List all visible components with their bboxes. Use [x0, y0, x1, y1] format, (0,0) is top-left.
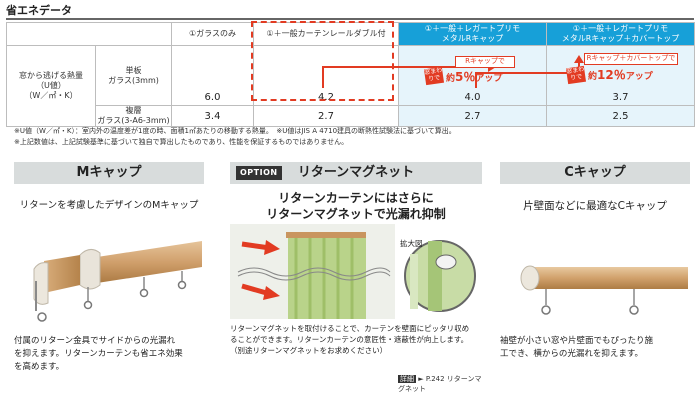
- callout-text: Rキャップで: [455, 56, 515, 68]
- table-header-row: ①ガラスのみ ①＋一般カーテンレールダブル付 ①＋一般＋レガートプリモメタルRキ…: [6, 22, 695, 46]
- highlight-dashed-box: [251, 21, 394, 101]
- row-label-double-glass: 複層ガラス(3-A6-3mm): [95, 105, 172, 127]
- section-title: 省エネデータ: [6, 4, 72, 17]
- table-corner-cell: [6, 22, 172, 46]
- panel-subtitle: 片壁面などに最適なCキャップ: [523, 200, 667, 212]
- footnotes: ※U値（W／㎡・K）：室内外の温度差が1度の時、面積1㎡あたりの移動する熱量。 …: [14, 126, 456, 148]
- callout-badge: 窓まわりで: [565, 66, 587, 85]
- row-group-label: 窓から逃げる熱量（U値）（W／㎡・K）: [6, 45, 96, 127]
- table-cell: 4.2: [253, 45, 399, 106]
- m-cap-rail-illustration: [33, 241, 202, 322]
- table-cell: 2.7: [398, 105, 547, 127]
- panel-subtitle: リターンを考慮したデザインのMキャップ: [19, 200, 199, 211]
- page-ref-icon: ►: [418, 375, 424, 383]
- footnote: ※U値（W／㎡・K）：室内外の温度差が1度の時、面積1㎡あたりの移動する熱量。 …: [14, 127, 456, 135]
- panel-c-cap: Cキャップ 片壁面などに最適なCキャップ 袖壁が小さい窓や片壁面でもぴったり施 …: [500, 162, 690, 396]
- table-cell: 2.7: [253, 105, 399, 127]
- column-header-r-cap: ①＋一般＋レガートプリモメタルRキャップ: [398, 22, 547, 46]
- panel-description: 付属のリターン金具でサイドからの光漏れ を抑えます。リターンカーテンも省エネ効果…: [14, 336, 183, 372]
- c-cap-rail-illustration: [520, 265, 688, 315]
- curtain-illustration: [230, 224, 476, 319]
- column-header-glass-only: ①ガラスのみ: [171, 22, 254, 46]
- callout-percent: 約12％アップ: [588, 68, 653, 82]
- detail-badge: 詳細: [398, 375, 416, 383]
- panel-title: Cキャップ: [500, 162, 690, 184]
- table-cell: 6.0: [171, 45, 254, 106]
- panel-m-cap: Mキャップ リターンを考慮したデザインのMキャップ 付属のリターン金具でサイドか…: [14, 162, 204, 396]
- row-label-single-glass: 単板ガラス(3mm): [95, 45, 172, 106]
- panel-description: 袖壁が小さい窓や片壁面でもぴったり施 工でき、横からの光漏れを抑えます。: [500, 336, 654, 359]
- table-row: 窓から逃げる熱量（U値）（W／㎡・K） 単板ガラス(3mm) 6.0 4.2 4…: [6, 45, 695, 127]
- section-divider: [6, 18, 694, 20]
- panel-return-magnet: OPTION リターンマグネット リターンカーテンにはさらに リターンマグネット…: [230, 162, 482, 396]
- table-cell: 3.4: [171, 105, 254, 127]
- panel-description: リターンマグネットを取付けることで、カーテンを壁面にピッタリ収め ることができま…: [230, 324, 470, 355]
- zoom-label: 拡大図: [400, 239, 423, 248]
- table-cell: 2.5: [546, 105, 695, 127]
- column-header-double-rail: ①＋一般カーテンレールダブル付: [253, 22, 399, 46]
- column-header-r-cap-cover-top: ①＋一般＋レガートプリモメタルRキャップ＋カバートップ: [546, 22, 695, 46]
- callout-percent: 約5％アップ: [446, 70, 503, 84]
- detail-reference[interactable]: 詳細 ► P.242 リターンマグネット: [398, 375, 482, 393]
- table-row: 複層ガラス(3-A6-3mm) 3.4 2.7 2.7 2.5: [7, 105, 695, 127]
- energy-data-table: ①ガラスのみ ①＋一般カーテンレールダブル付 ①＋一般＋レガートプリモメタルRキ…: [6, 22, 695, 127]
- callout-text: Rキャップ＋カバートップで: [584, 53, 678, 65]
- panel-title: OPTION リターンマグネット: [230, 162, 482, 184]
- callout-badge: 窓まわりで: [423, 67, 445, 86]
- option-badge: OPTION: [236, 166, 282, 180]
- panel-title: Mキャップ: [14, 162, 204, 184]
- footnote: ※上記数値は、上記試験基準に基づいて独自で算出したものであり、性能を保証するもの…: [14, 138, 349, 146]
- table-cell: 4.0: [398, 45, 547, 106]
- panel-headline: リターンカーテンにはさらに リターンマグネットで光漏れ抑制: [266, 191, 446, 221]
